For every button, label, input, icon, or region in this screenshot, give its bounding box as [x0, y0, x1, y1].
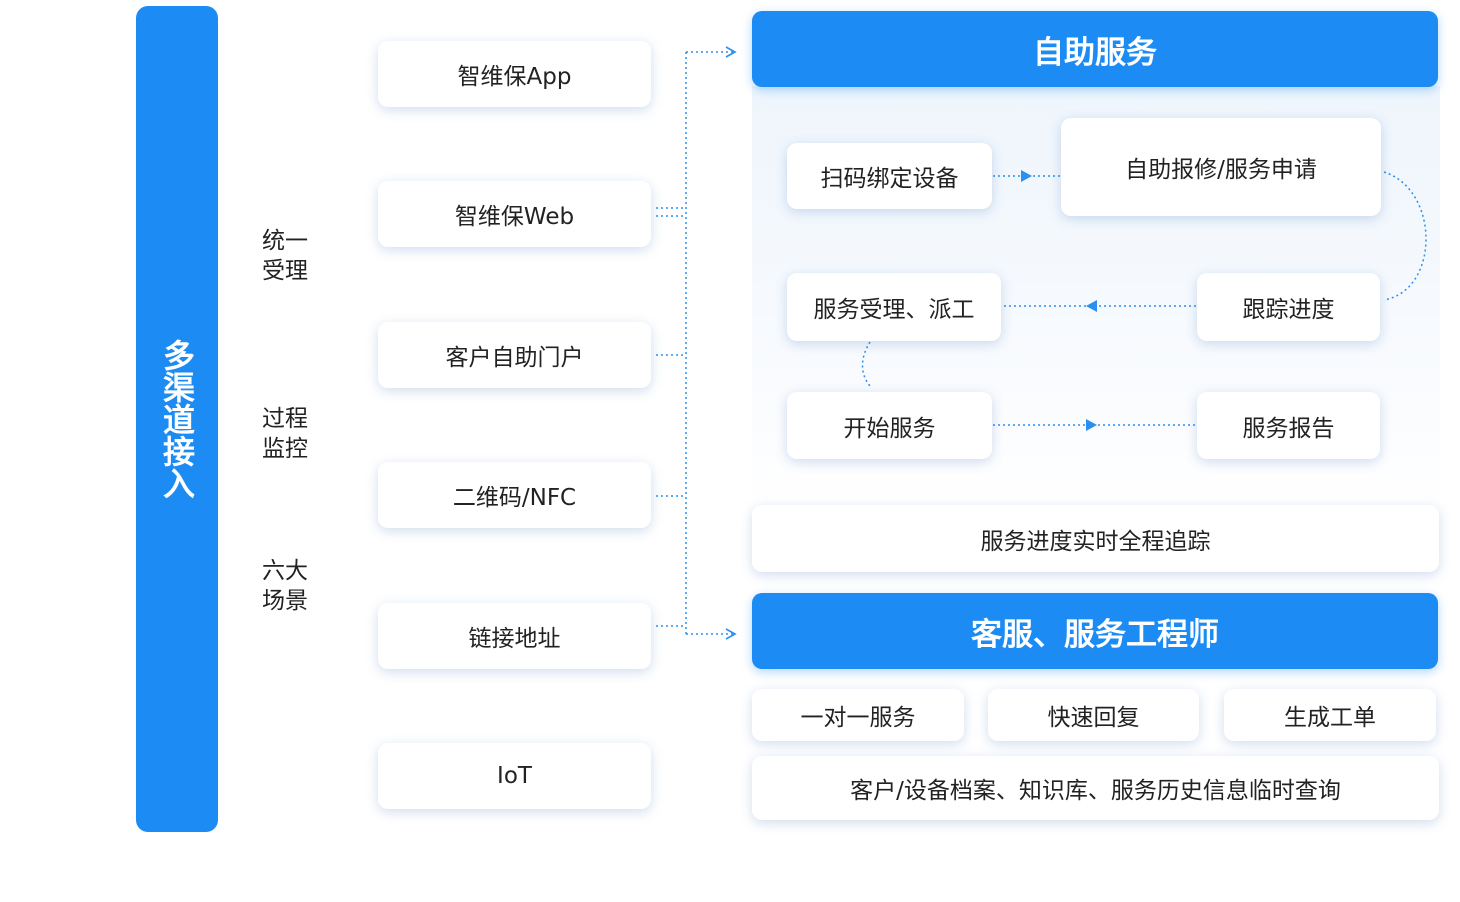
step-start-service: 开始服务 — [787, 392, 992, 459]
multi-channel-access-bar: 多渠道接入 — [136, 6, 218, 832]
side-label-process-monitoring: 过程 监控 — [262, 404, 322, 464]
side-label-line: 受理 — [262, 258, 308, 284]
side-label-line: 监控 — [262, 436, 308, 462]
step-scan-bind-device: 扫码绑定设备 — [787, 143, 992, 209]
arrowhead-track-dispatch — [1086, 300, 1097, 312]
arrowhead-scan-apply — [1021, 170, 1032, 182]
step-accept-dispatch: 服务受理、派工 — [787, 273, 1001, 341]
feature-create-ticket: 生成工单 — [1224, 689, 1436, 741]
multi-channel-access-label: 多渠道接入 — [158, 339, 196, 499]
arrowhead-start-report — [1086, 419, 1097, 431]
channel-portal: 客户自助门户 — [378, 322, 651, 388]
feature-quick-reply: 快速回复 — [988, 689, 1199, 741]
channel-qr-nfc: 二维码/NFC — [378, 462, 651, 528]
side-label-line: 六大 — [262, 558, 308, 584]
service-team-header: 客服、服务工程师 — [752, 593, 1438, 669]
step-service-report: 服务报告 — [1197, 392, 1380, 459]
channel-link: 链接地址 — [378, 603, 651, 669]
channel-web: 智维保Web — [378, 181, 651, 247]
side-label-line: 过程 — [262, 406, 308, 432]
side-label-line: 统一 — [262, 228, 308, 254]
channel-app: 智维保App — [378, 41, 651, 107]
flow-dispatch-to-start — [861, 341, 871, 387]
step-track-progress: 跟踪进度 — [1197, 273, 1380, 341]
info-query-bar: 客户/设备档案、知识库、服务历史信息临时查询 — [752, 756, 1439, 820]
channel-iot: IoT — [378, 743, 651, 809]
flow-apply-to-track — [1383, 171, 1427, 301]
side-label-six-scenarios: 六大 场景 — [262, 556, 322, 616]
side-label-unified-acceptance: 统一 受理 — [262, 226, 322, 286]
step-self-repair-request: 自助报修/服务申请 — [1061, 118, 1381, 216]
side-label-line: 场景 — [262, 588, 308, 614]
feature-one-on-one: 一对一服务 — [752, 689, 964, 741]
self-service-header: 自助服务 — [752, 11, 1438, 87]
realtime-tracking-bar: 服务进度实时全程追踪 — [752, 505, 1439, 572]
